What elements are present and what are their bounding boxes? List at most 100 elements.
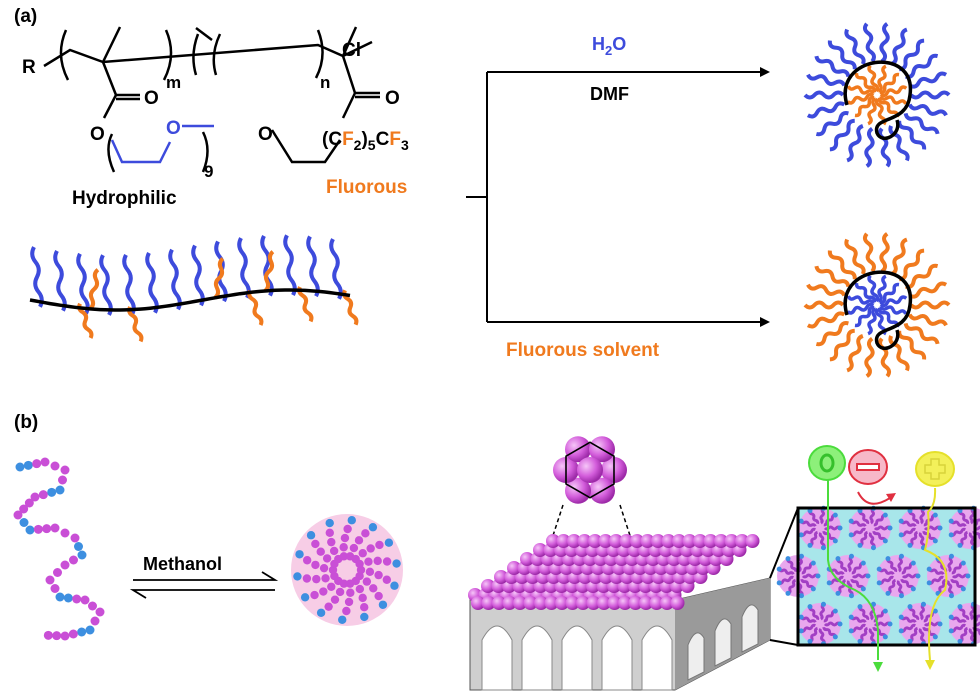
corona-chain <box>803 90 845 100</box>
membrane-micelle <box>494 570 508 584</box>
box-micelle-bead <box>807 604 813 610</box>
corona-chain <box>827 250 857 280</box>
fluorous-side-chain <box>297 286 314 323</box>
box-micelle-bead <box>948 614 954 620</box>
bead <box>365 567 375 577</box>
membrane-micelle <box>714 534 728 548</box>
corona-chain <box>827 40 857 70</box>
membrane-micelle <box>507 561 521 575</box>
bead <box>345 579 355 588</box>
box-micelle-arm <box>858 606 870 621</box>
forward-arrow <box>133 571 279 581</box>
bead <box>95 607 105 617</box>
bead <box>43 630 53 640</box>
box-micelle-arm <box>822 627 837 638</box>
repeat-count: 9 <box>204 162 213 181</box>
core-chain <box>879 72 900 95</box>
box-micelle-bead <box>870 601 876 607</box>
carbonyl-oxygen-right: O <box>385 88 400 109</box>
box-micelle-arm <box>958 606 970 621</box>
bead <box>340 533 350 543</box>
panel-b: (b) Methanol <box>13 412 980 691</box>
backbone-bond <box>43 40 373 68</box>
bead <box>390 581 399 590</box>
fluorous-side-chain <box>263 250 275 293</box>
corona-chain <box>862 22 876 63</box>
box-micelle-arm <box>908 510 920 525</box>
corona-chain <box>829 328 855 362</box>
core-chain <box>854 282 877 303</box>
box-micelle-bead <box>832 608 838 614</box>
hydrophilic-side-chain <box>329 238 343 300</box>
corona-chain <box>888 335 910 372</box>
panel-a-label: (a) <box>14 6 37 27</box>
box-micelle-arm <box>900 623 916 633</box>
box-micelle-arm <box>886 558 898 573</box>
r-group: R <box>22 57 36 78</box>
membrane-micelle <box>556 534 571 548</box>
fluoro-spacer <box>270 129 342 164</box>
peg-bonds <box>110 124 214 164</box>
box-micelle-arm <box>937 578 946 595</box>
membrane-micelle <box>609 534 623 548</box>
bead <box>19 504 29 514</box>
membrane-micelle <box>682 534 697 548</box>
bead <box>15 462 25 472</box>
box-micelle-bead <box>948 532 954 538</box>
neutral-solute-icon <box>808 445 846 481</box>
box-micelle-arm <box>900 527 916 537</box>
box-micelle-bead <box>848 518 854 524</box>
box-micelle-arm <box>859 530 868 547</box>
bead <box>19 518 29 527</box>
box-micelle-bead <box>948 553 954 559</box>
minus-symbol <box>856 463 880 471</box>
hydrophilic-side-chain <box>191 244 205 307</box>
membrane-micelle <box>607 596 622 610</box>
box-micelle-arm <box>897 555 904 573</box>
support-pore <box>601 625 633 691</box>
fluorous-solvent-label: Fluorous solvent <box>506 340 660 361</box>
box-micelle-bead <box>960 586 966 592</box>
fluorous-side-chain <box>342 289 359 326</box>
bead <box>375 540 384 550</box>
box-micelle-bead <box>937 525 943 531</box>
box-micelle-bead <box>798 614 804 620</box>
hydrophilic-side-chain <box>99 254 113 316</box>
box-micelle-arm <box>896 580 904 597</box>
box-micelle-arm <box>823 621 842 627</box>
core-chain <box>854 95 875 118</box>
box-micelle-bead <box>910 560 916 566</box>
box-micelle-bead <box>798 518 804 524</box>
water-label: H2O <box>592 34 626 58</box>
fluorous-label: Fluorous <box>326 177 407 198</box>
box-micelle-arm <box>873 513 886 527</box>
membrane-micelle <box>546 534 560 548</box>
hydrophilic-side-chain <box>53 249 67 312</box>
bead <box>335 587 345 597</box>
bead <box>40 457 50 467</box>
bead <box>74 542 83 551</box>
bead <box>42 524 52 534</box>
hydrophilic-side-chain <box>306 235 320 298</box>
end-group: Cl <box>342 40 361 61</box>
box-micelle-arm <box>868 532 876 549</box>
box-micelle-bead <box>835 590 841 596</box>
bead <box>68 629 78 639</box>
box-micelle-bead <box>907 604 913 610</box>
box-micelle-arm <box>851 573 870 579</box>
bead-micelle <box>291 514 403 626</box>
membrane-micelle <box>661 534 676 548</box>
random-marker <box>195 27 213 41</box>
bead <box>368 523 378 532</box>
bead <box>53 568 62 577</box>
membrane-micelle <box>567 534 581 548</box>
bead <box>55 485 65 495</box>
bead <box>23 460 33 470</box>
membrane-micelle <box>597 596 611 610</box>
box-micelle-arm <box>777 568 795 575</box>
hydrophilic-side-chain <box>145 251 159 314</box>
box-micelle-arm <box>878 575 894 585</box>
corona-chain <box>844 28 866 65</box>
support-pore <box>521 625 553 691</box>
membrane-cross-section <box>776 445 980 672</box>
